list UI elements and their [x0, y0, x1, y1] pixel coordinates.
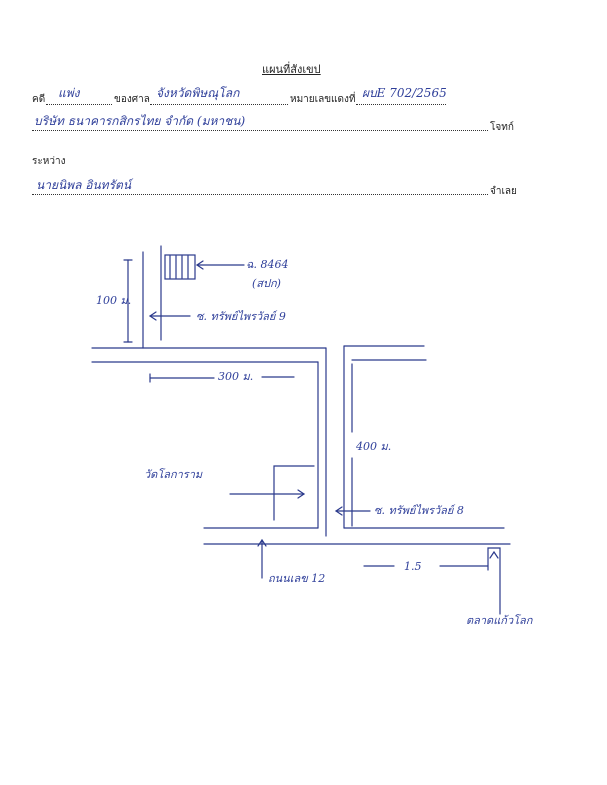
arrow-head-icon — [148, 311, 157, 321]
arrow-head-icon — [334, 506, 343, 516]
temple-label: วัดโลการาม — [144, 468, 203, 481]
case-type-line — [46, 104, 112, 105]
deed-label: ฉ. 8464 — [246, 258, 288, 271]
court-label: ของศาล — [114, 94, 150, 105]
plaintiff-label: โจทก์ — [490, 122, 514, 133]
dist-100-label: 100 ม. — [96, 294, 131, 307]
market-pointer — [487, 547, 501, 615]
case-label: คดี — [32, 94, 46, 105]
arrow-head-icon — [489, 550, 499, 559]
arrow-head-icon — [297, 489, 306, 499]
soi9-label: ซ. ทรัพย์ไพรวัลย์ 9 — [196, 310, 286, 323]
case-type-value: แพ่ง — [58, 86, 80, 100]
defendant-value: นายนิพล อินทรัตน์ — [36, 178, 132, 192]
market-label: ตลาดแก้วโลก — [466, 614, 534, 627]
red-number-value: ผบE 702/2565 — [362, 86, 447, 100]
dist-300-label: 300 ม. — [218, 370, 253, 383]
dist-400-label: 400 ม. — [355, 440, 391, 453]
plaintiff-value: บริษัท ธนาคารกสิกรไทย จำกัด (มหาชน) — [34, 114, 246, 128]
arrow-head-icon — [257, 538, 267, 547]
defendant-label: จำเลย — [490, 186, 517, 197]
red-number-line — [356, 104, 446, 105]
deed-note-label: (สปก) — [252, 277, 281, 290]
road-label: ถนนเลข 12 — [268, 572, 325, 585]
land-plot — [164, 254, 196, 280]
plaintiff-line — [32, 130, 488, 131]
court-name-value: จังหวัดพิษณุโลก — [156, 86, 240, 100]
red-number-label: หมายเลขแดงที่ — [290, 94, 356, 105]
court-line — [150, 104, 288, 105]
dist-15-label: 1.5 — [404, 560, 422, 573]
soi8-label: ซ. ทรัพย์ไพรวัลย์ 8 — [374, 504, 464, 517]
temple-boundary — [273, 465, 315, 521]
page-title: แผนที่สังเขป — [262, 63, 321, 76]
defendant-line — [32, 194, 488, 195]
arrow-head-icon — [195, 260, 204, 270]
between-label: ระหว่าง — [32, 156, 66, 167]
